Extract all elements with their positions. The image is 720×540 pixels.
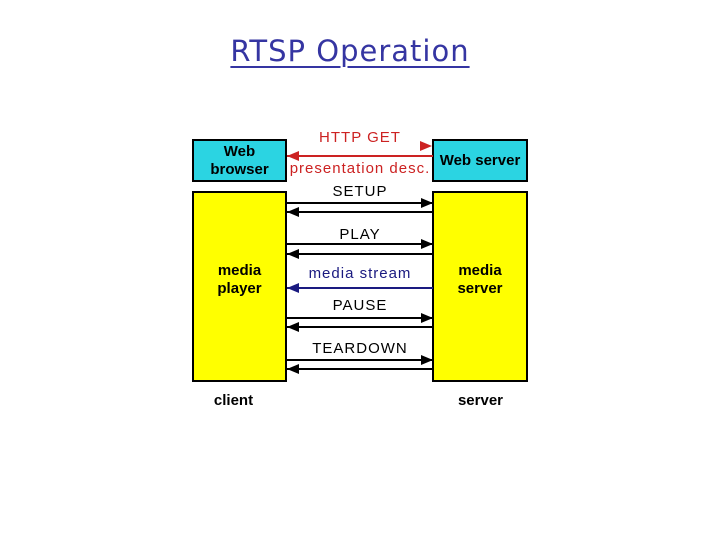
page-title: RTSP Operation xyxy=(230,34,470,68)
pause-label: PAUSE xyxy=(332,297,388,314)
right-arrowhead-icon xyxy=(421,313,433,323)
client-label: client xyxy=(213,392,254,409)
left-arrowhead-icon xyxy=(287,322,299,332)
media-server-box: media server xyxy=(432,191,528,382)
pause-request-arrow xyxy=(287,313,433,323)
right-arrowhead-icon xyxy=(421,355,433,365)
teardown-response-arrow xyxy=(287,364,433,374)
pause-response-arrow xyxy=(287,322,433,332)
left-arrowhead-icon xyxy=(287,283,299,293)
play-response-arrow xyxy=(287,249,433,259)
left-arrowhead-icon xyxy=(287,249,299,259)
setup-request-arrow xyxy=(287,198,433,208)
left-arrowhead-icon xyxy=(287,207,299,217)
media-stream-arrow xyxy=(287,283,433,293)
left-arrowhead-icon xyxy=(287,151,299,161)
http-get-label: HTTP GET xyxy=(319,129,401,146)
right-arrowhead-icon xyxy=(421,198,433,208)
http-get-arrowhead-icon xyxy=(420,141,432,151)
play-label: PLAY xyxy=(339,226,381,243)
play-request-arrow xyxy=(287,239,433,249)
setup-label: SETUP xyxy=(332,183,388,200)
right-arrowhead-icon xyxy=(421,239,433,249)
teardown-request-arrow xyxy=(287,355,433,365)
media-server-label: media server xyxy=(457,261,503,297)
media-player-label: media player xyxy=(217,261,262,297)
web-server-label: Web server xyxy=(439,151,521,169)
media-stream-label: media stream xyxy=(308,265,412,282)
setup-response-arrow xyxy=(287,207,433,217)
web-browser-label: Web browser xyxy=(210,142,269,178)
web-server-box: Web server xyxy=(432,139,528,182)
teardown-label: TEARDOWN xyxy=(312,340,408,357)
server-label: server xyxy=(457,392,504,409)
left-arrowhead-icon xyxy=(287,364,299,374)
media-player-box: media player xyxy=(192,191,287,382)
presentation-desc-label: presentation desc. xyxy=(289,160,431,177)
web-browser-box: Web browser xyxy=(192,139,287,182)
presentation-desc-arrow xyxy=(287,151,433,161)
